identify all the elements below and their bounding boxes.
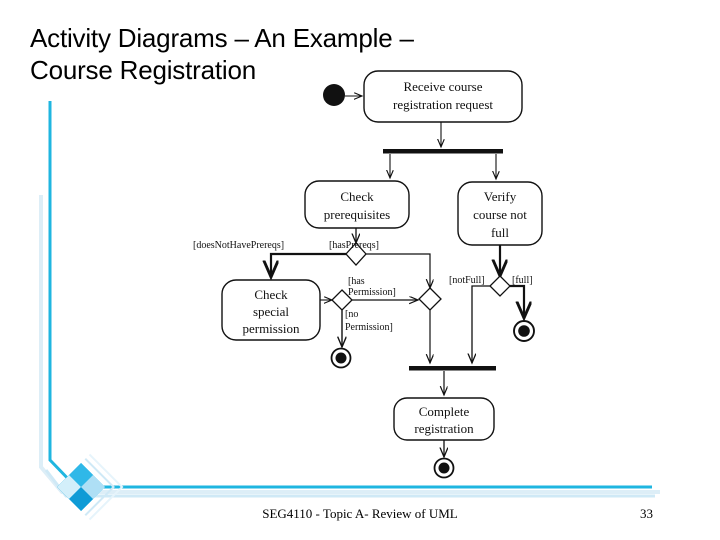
guard-nopermission-line2: Permission]	[345, 322, 393, 333]
merge-permission-paths	[418, 287, 442, 311]
action-check-special-label-line1: Check	[254, 287, 288, 302]
decision-course-full	[489, 275, 511, 297]
action-verify-label-line2: course not	[473, 207, 527, 222]
action-receive-request	[363, 70, 523, 123]
final-node-done-inner	[438, 462, 450, 474]
guard-nopermission-line1: [no	[345, 309, 358, 320]
edge-decfull-join	[472, 285, 490, 363]
footer-page-number: 33	[640, 506, 653, 521]
action-complete-label-line1: Complete	[419, 404, 470, 419]
action-check-prerequisites-label-line2: prerequisites	[324, 207, 390, 222]
action-check-special-label-line2: special	[253, 304, 289, 319]
guard-haspermission-line1: [has	[348, 276, 365, 287]
guard-notfull: [notFull]	[449, 275, 485, 286]
guard-haspermission-line2: Permission]	[348, 287, 396, 298]
edge-decfull-end	[510, 284, 524, 318]
action-verify-label-line3: full	[491, 225, 509, 240]
action-receive-request-label-line1: Receive course	[403, 79, 482, 94]
guard-full: [full]	[512, 275, 533, 286]
action-check-prerequisites-label-line1: Check	[340, 189, 374, 204]
final-node-course-full-inner	[518, 325, 530, 337]
edge-decision-checkspecial	[271, 252, 346, 277]
decision-prereqs	[345, 242, 367, 266]
action-verify-label-line1: Verify	[484, 189, 517, 204]
action-receive-request-label-line2: registration request	[393, 97, 493, 112]
fork-bar	[383, 149, 503, 154]
join-bar	[409, 366, 496, 371]
guard-doesnothaveprereqs: [doesNotHavePrereqs]	[193, 240, 284, 251]
edge-decision-merge	[366, 253, 430, 288]
initial-node	[323, 84, 345, 106]
action-check-prerequisites	[304, 180, 410, 229]
action-check-special-label-line3: permission	[242, 321, 300, 336]
final-node-no-permission-inner	[335, 352, 347, 364]
guard-hasprereqs: [hasPrereqs]	[329, 240, 379, 251]
page-title: Activity Diagrams – An Example – Course …	[30, 23, 414, 85]
footer-text: SEG4110 - Topic A- Review of UML	[262, 506, 458, 521]
action-check-special-permission	[221, 279, 321, 341]
action-complete-label-line2: registration	[414, 421, 474, 436]
